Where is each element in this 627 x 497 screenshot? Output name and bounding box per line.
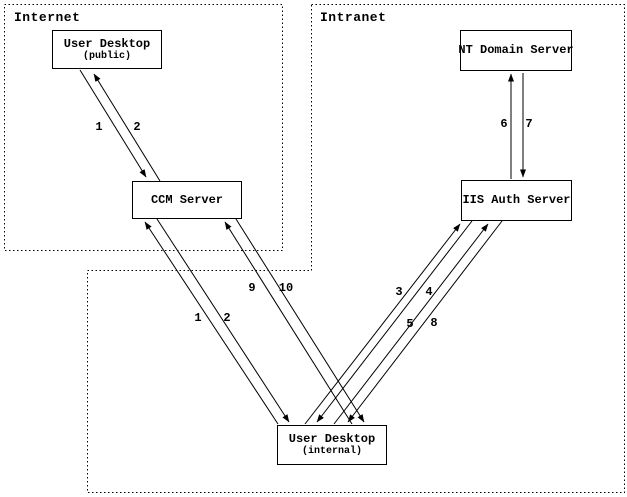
node-title: CCM Server <box>150 192 223 207</box>
arrow-1-internal-to-ccm <box>144 221 279 425</box>
edge-label-step-7: 7 <box>525 117 533 131</box>
node-ccm-server: CCM Server <box>132 181 242 219</box>
arrow-10-ccm-to-internal <box>235 218 365 423</box>
node-nt-domain-server: NT Domain Server <box>458 30 574 71</box>
node-iis-auth-server: IIS Auth Server <box>461 180 572 221</box>
edge-label-step-1-internal: 1 <box>194 311 202 325</box>
edge-label-step-10: 10 <box>278 281 294 295</box>
edge-label-step-2-internal: 2 <box>223 311 231 325</box>
edge-label-step-6: 6 <box>500 117 508 131</box>
node-title: IIS Auth Server <box>462 193 571 207</box>
edge-label-step-2-public: 2 <box>133 120 141 134</box>
arrow-5-internal-to-iis <box>333 223 489 425</box>
arrow-1-public-to-ccm <box>79 69 147 178</box>
internet-zone-border <box>4 4 283 251</box>
edge-label-step-4: 4 <box>425 285 433 299</box>
node-title: User Desktop <box>288 432 376 446</box>
node-user-desktop-internal: User Desktop (internal) <box>277 425 387 465</box>
arrow-4-iis-to-internal <box>316 220 473 423</box>
node-user-desktop-public: User Desktop (public) <box>52 30 162 69</box>
arrow-8-iis-to-internal <box>347 220 503 423</box>
internet-zone-label: Internet <box>14 10 81 25</box>
node-title: NT Domain Server <box>458 43 574 57</box>
arrow-2-ccm-to-internal <box>156 218 290 423</box>
node-subtitle: (internal) <box>301 446 362 457</box>
edge-label-step-5: 5 <box>406 317 414 331</box>
edge-label-step-3: 3 <box>395 285 403 299</box>
arrows <box>79 69 526 425</box>
arrow-9-internal-to-ccm <box>224 221 353 425</box>
edge-label-step-9: 9 <box>248 281 256 295</box>
node-title: User Desktop <box>63 36 151 51</box>
edge-label-step-1-public: 1 <box>95 120 103 134</box>
arrow-3-internal-to-iis <box>304 223 461 425</box>
edge-label-step-8: 8 <box>430 316 438 330</box>
node-subtitle: (public) <box>82 50 131 62</box>
intranet-zone-border <box>87 4 625 493</box>
arrow-2-ccm-to-public <box>93 73 161 182</box>
intranet-zone-label: Intranet <box>320 10 387 25</box>
